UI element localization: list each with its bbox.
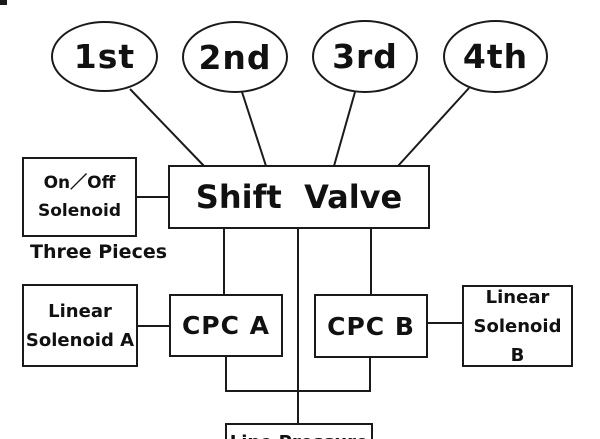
gear-node-1st: 1st: [51, 21, 158, 92]
cpc-a-label: CPC A: [181, 311, 271, 340]
cpc-a-box: CPC A: [169, 294, 283, 357]
cpc-b-label: CPC B: [327, 311, 415, 341]
leader-line-2nd-to-shift-valve: [241, 91, 267, 167]
on-off-solenoid-label-line2: Solenoid: [37, 201, 122, 221]
line-pressure-label: Line Pressure: [230, 432, 369, 439]
cpc-b-box: CPC B: [314, 294, 428, 358]
linear-solenoid-a-label-line2: Solenoid A: [25, 329, 135, 351]
gear-label-2nd: 2nd: [198, 37, 272, 77]
shift-valve-label: Shift Valve: [195, 178, 403, 216]
gear-label-1st: 1st: [73, 37, 136, 76]
linear-solenoid-a-box: Linear Solenoid A: [22, 284, 138, 367]
gear-node-3rd: 3rd: [312, 20, 418, 93]
three-pieces-note: Three Pieces: [30, 241, 168, 263]
leader-line-3rd-to-shift-valve: [333, 91, 356, 167]
line-pressure-box: Line Pressure: [225, 423, 373, 439]
linear-solenoid-b-label-line1: Linear: [485, 286, 550, 308]
linear-solenoid-b-box: Linear Solenoid B: [462, 285, 573, 367]
gear-label-3rd: 3rd: [332, 37, 398, 76]
linear-solenoid-b-label-line2: Solenoid B: [473, 315, 562, 366]
shift-valve-box: Shift Valve: [168, 165, 430, 229]
on-off-solenoid-box: On／Off Solenoid: [22, 157, 137, 237]
scan-artifact-mark: [0, 0, 7, 5]
gear-label-4th: 4th: [462, 37, 529, 76]
linear-solenoid-a-label-line1: Linear: [48, 300, 112, 322]
gear-node-2nd: 2nd: [182, 21, 288, 93]
on-off-solenoid-label-line1: On／Off: [43, 173, 116, 193]
gear-node-4th: 4th: [443, 20, 548, 93]
leader-line-1st-to-shift-valve: [129, 88, 205, 167]
leader-line-4th-to-shift-valve: [397, 87, 470, 167]
